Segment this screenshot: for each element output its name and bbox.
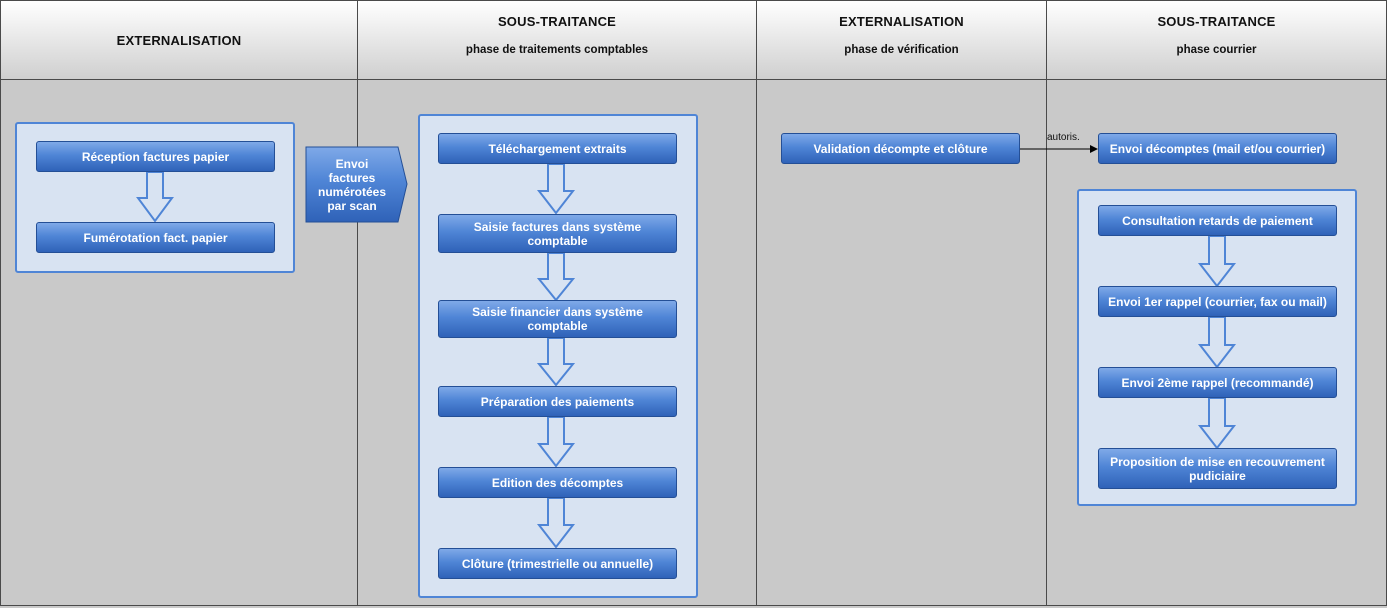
arrow-head-icon: [1090, 145, 1098, 153]
lane-title: EXTERNALISATION: [839, 14, 964, 29]
lane-subtitle: phase courrier: [1176, 44, 1257, 56]
step-edition[interactable]: Edition des décomptes: [438, 467, 677, 498]
step-label: Préparation des paiements: [480, 394, 635, 409]
lane-title: EXTERNALISATION: [116, 33, 242, 48]
lane-title: SOUS-TRAITANCE: [1157, 14, 1276, 29]
down-arrow-icon: [536, 337, 576, 387]
down-arrow-icon: [536, 252, 576, 302]
handoff-shape: [305, 146, 408, 223]
step-label: Envoi 1er rappel (courrier, fax ou mail): [1108, 294, 1327, 309]
down-arrow-icon: [536, 416, 576, 468]
step-label: Proposition de mise en recouvrement pudi…: [1110, 454, 1325, 483]
down-arrow-icon: [1197, 316, 1237, 369]
lane-title: SOUS-TRAITANCE: [497, 14, 617, 29]
down-arrow-icon: [536, 497, 576, 549]
step-telechargement[interactable]: Téléchargement extraits: [438, 133, 677, 164]
step-preparation[interactable]: Préparation des paiements: [438, 386, 677, 417]
step-consultation-retards[interactable]: Consultation retards de paiement: [1098, 205, 1337, 236]
step-validation[interactable]: Validation décompte et clôture: [781, 133, 1020, 164]
step-saisie-financier[interactable]: Saisie financier dans système comptable: [438, 300, 677, 338]
lane-header: SOUS-TRAITANCE phase courrier: [1047, 1, 1386, 80]
lane-header: EXTERNALISATION: [1, 1, 357, 80]
step-label: Clôture (trimestrielle ou annuelle): [461, 556, 654, 571]
down-arrow-icon: [1197, 235, 1237, 288]
step-label: Envoi 2ème rappel (recommandé): [1121, 375, 1314, 390]
step-saisie-factures[interactable]: Saisie factures dans système comptable: [438, 214, 677, 253]
lane-subtitle: phase de traitements comptables: [465, 44, 649, 56]
step-numerotation[interactable]: Fumérotation fact. papier: [36, 222, 275, 253]
handoff-label: Envoi factures numérotées par scan: [306, 147, 398, 222]
link-label: autoris.: [1047, 132, 1080, 143]
step-label: Validation décompte et clôture: [813, 141, 988, 156]
lane-externalisation-verification: EXTERNALISATION phase de vérification: [756, 0, 1047, 606]
step-label: Edition des décomptes: [491, 475, 624, 490]
lane-subtitle: phase de vérification: [844, 44, 959, 56]
lane-externalisation-1: EXTERNALISATION: [0, 0, 358, 606]
down-arrow-icon: [536, 163, 576, 215]
step-cloture[interactable]: Clôture (trimestrielle ou annuelle): [438, 548, 677, 579]
step-label: Envoi décomptes (mail et/ou courrier): [1109, 141, 1326, 156]
step-label: Réception factures papier: [81, 149, 230, 164]
step-label: Téléchargement extraits: [488, 141, 627, 156]
step-recouvrement[interactable]: Proposition de mise en recouvrement pudi…: [1098, 448, 1337, 489]
lane-header: SOUS-TRAITANCE phase de traitements comp…: [358, 1, 756, 80]
down-arrow-icon: [136, 171, 174, 223]
step-rappel-1[interactable]: Envoi 1er rappel (courrier, fax ou mail): [1098, 286, 1337, 317]
step-rappel-2[interactable]: Envoi 2ème rappel (recommandé): [1098, 367, 1337, 398]
step-reception[interactable]: Réception factures papier: [36, 141, 275, 172]
lane-header: EXTERNALISATION phase de vérification: [757, 1, 1046, 80]
step-label: Saisie factures dans système comptable: [473, 219, 642, 248]
step-label: Saisie financier dans système comptable: [472, 305, 643, 333]
step-label: Consultation retards de paiement: [1122, 213, 1313, 228]
down-arrow-icon: [1197, 397, 1237, 450]
step-label: Fumérotation fact. papier: [83, 230, 228, 245]
step-envoi-decomptes[interactable]: Envoi décomptes (mail et/ou courrier): [1098, 133, 1337, 164]
handoff-text: Envoi factures numérotées par scan: [317, 156, 387, 213]
